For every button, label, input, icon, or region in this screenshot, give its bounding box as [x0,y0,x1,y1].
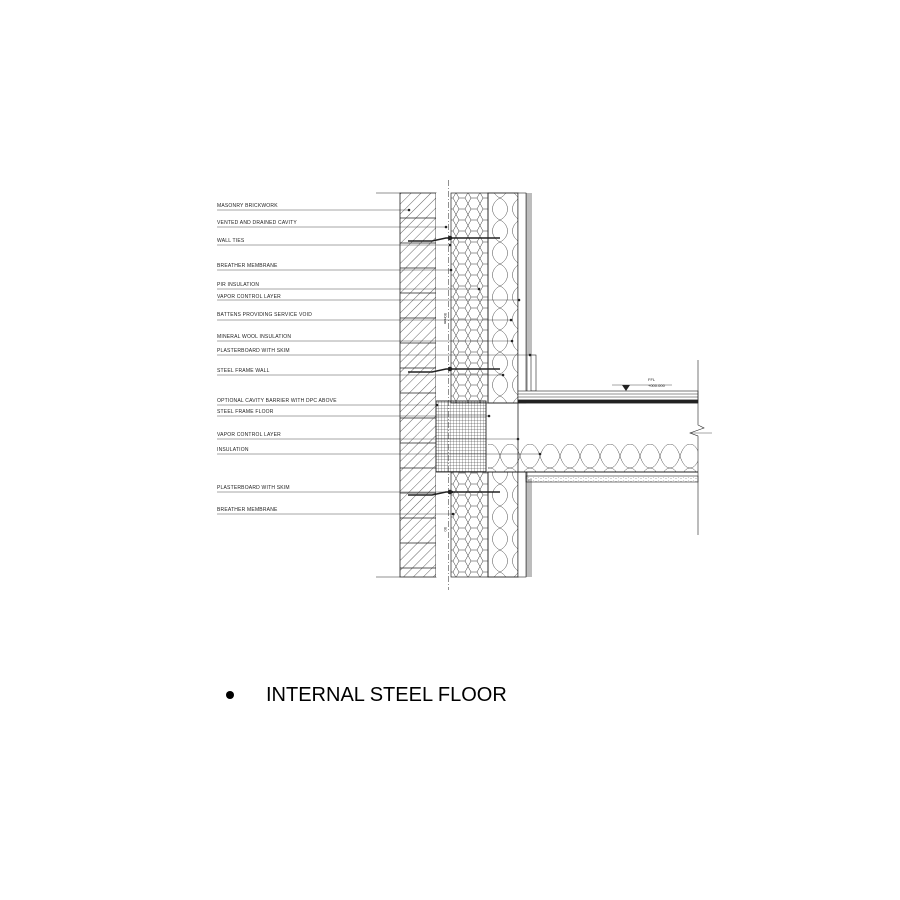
leader-label: OPTIONAL CAVITY BARRIER WITH DPC ABOVE [217,398,337,404]
leader-label: STEEL FRAME WALL [217,368,270,374]
leader-label: VENTED AND DRAINED CAVITY [217,220,297,226]
pir-insulation [450,192,489,578]
leader-dot [449,268,453,272]
steel-frame-floor [488,402,698,479]
leader-dot [528,353,532,357]
level-name: FFL [648,377,656,382]
ceiling-plasterboard [525,475,699,483]
wall-tie-fixing [447,366,453,372]
masonry-brickwork [376,192,437,578]
wall-tie-upper [408,237,500,242]
leader-dot [448,243,452,247]
skirting-board [530,354,537,392]
leader-label: WALL TIES [217,238,245,244]
cavity: 50mm 50 [436,180,449,590]
level-value: +000.000 [648,383,666,388]
leader-dot [538,452,542,456]
leader-dot [451,512,455,516]
leader-label: BREATHER MEMBRANE [217,507,278,513]
wall-tie-middle [408,368,500,373]
leader-dot [516,437,520,441]
leader-label: BATTENS PROVIDING SERVICE VOID [217,312,312,318]
leader-label: VAPOR CONTROL LAYER [217,432,281,438]
cavity-dimension-upper: 50mm [443,313,448,325]
wall-tie-lower [408,491,500,496]
leader-label: STEEL FRAME FLOOR [217,409,274,415]
leader-label: PLASTERBOARD WITH SKIM [217,348,290,354]
leader-dot [450,490,454,494]
break-line [689,360,712,535]
steel-frame-wall [487,192,532,578]
leader-dot [407,208,411,212]
leader-dot [477,287,481,291]
leader-dot [501,373,505,377]
leader-label: INSULATION [217,447,249,453]
level-marker: FFL +000.000 [612,377,672,391]
cavity-barrier [435,400,487,473]
leader-label: MINERAL WOOL INSULATION [217,334,291,340]
floor-build-up [517,390,699,404]
caption-title: INTERNAL STEEL FLOOR [266,683,507,706]
bullet-icon [226,691,234,699]
caption: INTERNAL STEEL FLOOR [226,680,507,710]
leader-dot [517,298,521,302]
leader-label: BREATHER MEMBRANE [217,263,278,269]
leader-dot [444,225,448,229]
leader-dot [487,414,491,418]
cavity-dimension-lower: 50 [443,527,448,532]
leader-label: PLASTERBOARD WITH SKIM [217,485,290,491]
leader-label: PIR INSULATION [217,282,259,288]
leader-dot [509,318,513,322]
annotation-leaders: MASONRY BRICKWORK VENTED AND DRAINED CAVI… [217,203,542,516]
leader-dot [510,339,514,343]
wall-tie-fixing [447,235,453,241]
leader-label: VAPOR CONTROL LAYER [217,294,281,300]
leader-label: MASONRY BRICKWORK [217,203,278,209]
leader-dot [435,403,439,407]
